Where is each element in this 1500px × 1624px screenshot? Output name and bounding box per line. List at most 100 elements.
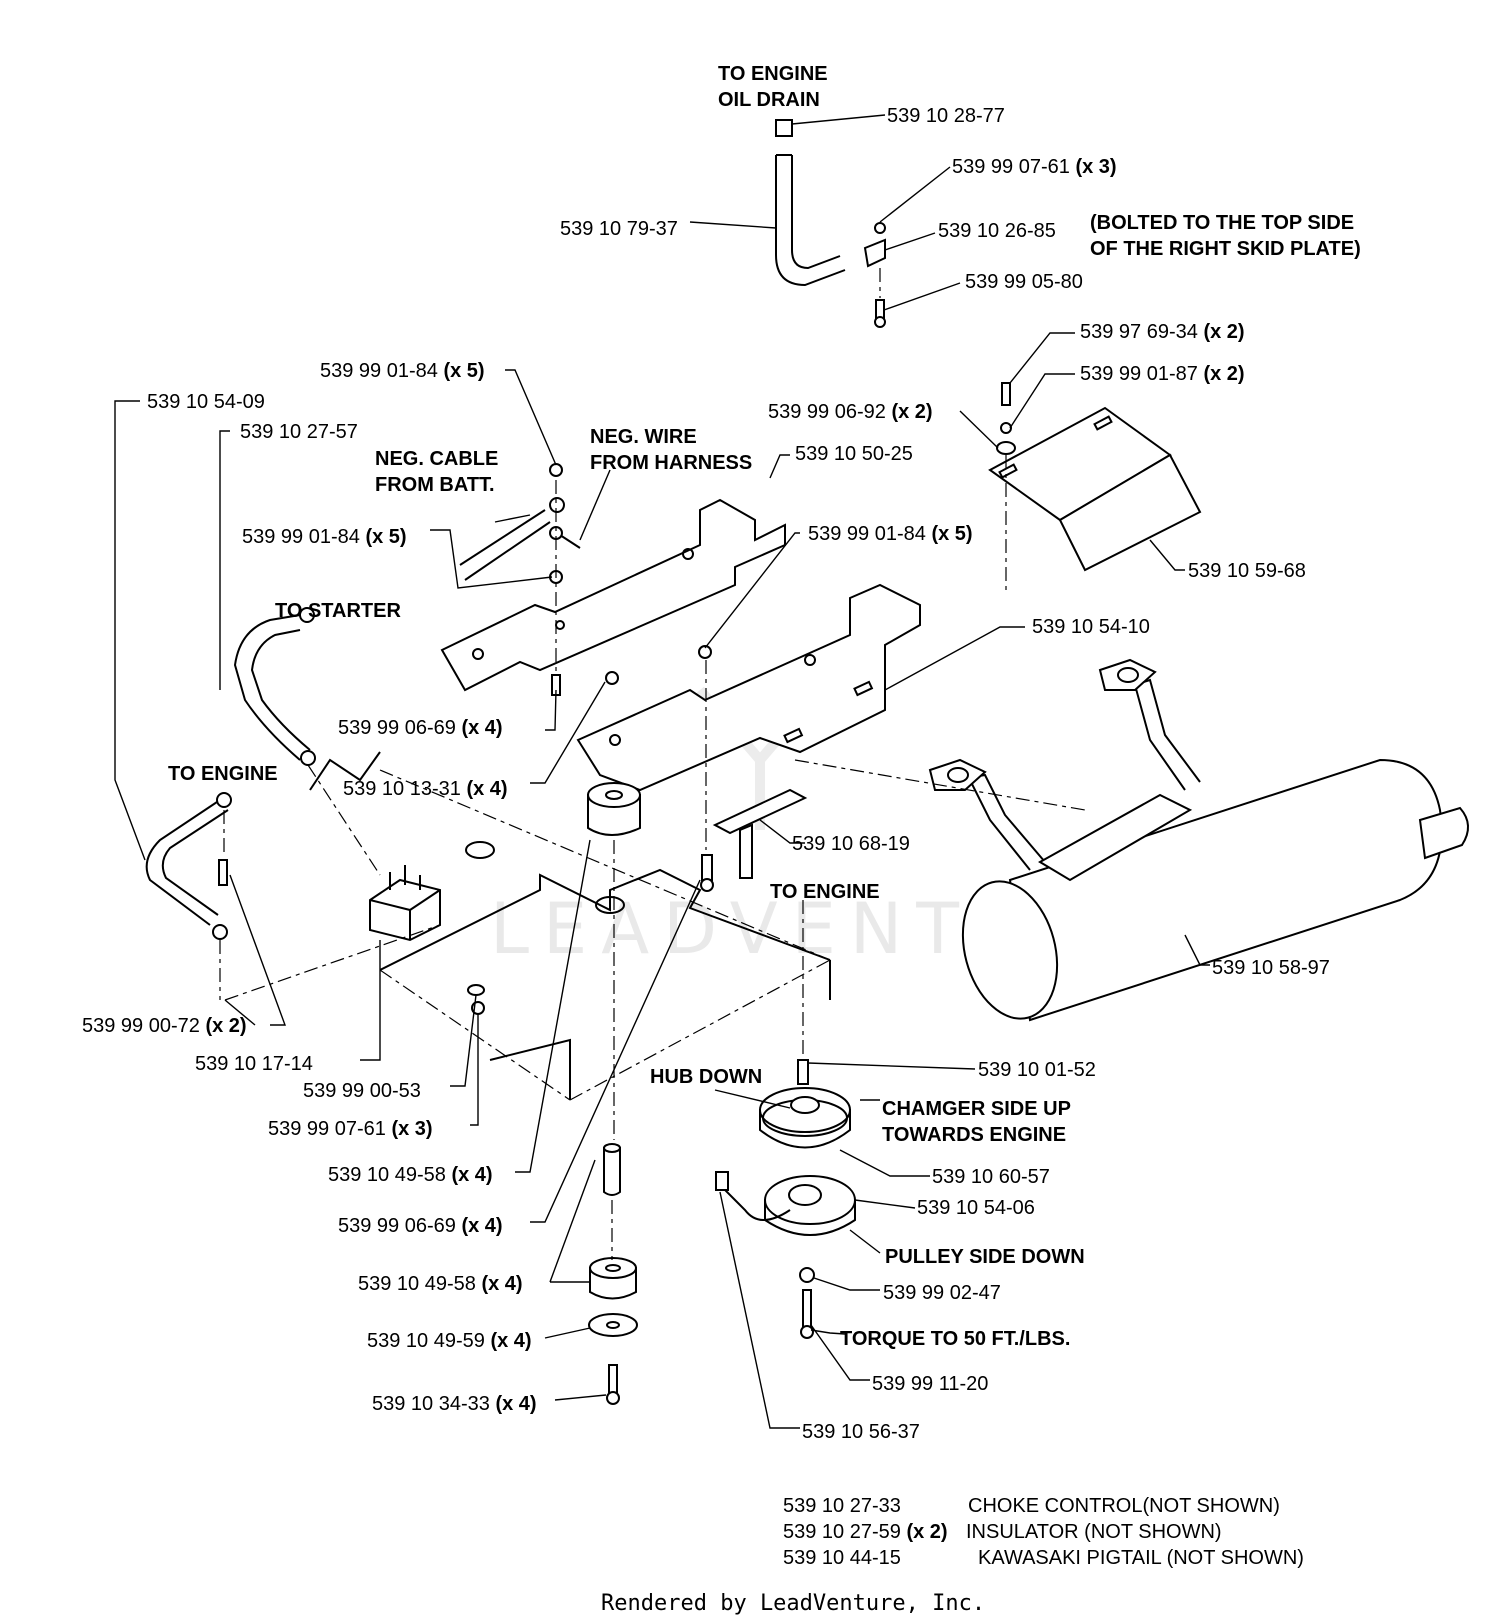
callout-539-10-49-59: 539 10 49-59 (x 4) — [367, 1330, 532, 1352]
note-part-2: 539 10 27-59 (x 2) — [783, 1521, 948, 1543]
starter-cable-body — [233, 614, 301, 761]
pulley-key — [797, 1059, 809, 1085]
callout-539-10-50-25: 539 10 50-25 — [795, 443, 913, 465]
callout-539-99-06-69-b: 539 99 06-69 (x 4) — [338, 1215, 503, 1237]
shield-flat-washer — [996, 441, 1016, 455]
heat-shield-assembly — [959, 332, 1202, 590]
callout-539-99-01-84-a: 539 99 01-84 (x 5) — [320, 360, 485, 382]
callout-539-99-01-84-b: 539 99 01-84 (x 5) — [242, 526, 407, 548]
label-to-engine-center: TO ENGINE — [770, 881, 880, 903]
bracket-50-25-body — [440, 498, 786, 692]
battery-cables — [430, 369, 611, 696]
callout-539-10-28-77: 539 10 28-77 — [887, 105, 1005, 127]
drain-nut — [874, 222, 886, 234]
isolator-mounts — [515, 671, 701, 1405]
label-to-starter: TO STARTER — [275, 600, 401, 622]
bracket-bolt — [551, 674, 561, 696]
callout-539-10-49-58-b: 539 10 49-58 (x 4) — [358, 1273, 523, 1295]
isolator-washer — [588, 1313, 638, 1337]
label-to-engine-oil-drain-2: OIL DRAIN — [718, 89, 820, 111]
engine-ground-cable — [114, 400, 287, 1026]
base-washer — [467, 984, 485, 996]
label-torque: TORQUE TO 50 FT./LBS. — [840, 1328, 1070, 1350]
engine-bracket-right — [576, 583, 1025, 792]
shield-bolt — [1001, 382, 1011, 406]
label-to-engine-left: TO ENGINE — [168, 763, 278, 785]
muffler-pipe-right — [1109, 683, 1186, 791]
callout-539-10-49-58-a: 539 10 49-58 (x 4) — [328, 1164, 493, 1186]
callout-539-99-01-84-c: 539 99 01-84 (x 5) — [808, 523, 973, 545]
clutch-stack — [714, 900, 976, 1429]
bracket-54-10-body — [576, 583, 921, 792]
callout-539-10-34-33: 539 10 34-33 (x 4) — [372, 1393, 537, 1415]
callout-539-10-17-14: 539 10 17-14 — [195, 1053, 313, 1075]
label-bolted-1: (BOLTED TO THE TOP SIDE — [1090, 212, 1354, 234]
drain-cap — [775, 119, 793, 137]
callout-539-10-56-37: 539 10 56-37 — [802, 1421, 920, 1443]
label-neg-cable-1: NEG. CABLE — [375, 448, 498, 470]
note-part-3: 539 10 44-15 — [783, 1547, 901, 1569]
callout-539-99-02-47: 539 99 02-47 — [883, 1282, 1001, 1304]
engine-base — [309, 751, 831, 1101]
base-hardware — [450, 984, 485, 1126]
callout-539-10-60-57: 539 10 60-57 — [932, 1166, 1050, 1188]
neg-wire — [559, 534, 581, 549]
neg-cable — [459, 509, 546, 566]
break-line — [309, 751, 381, 791]
note-desc-3: KAWASAKI PIGTAIL (NOT SHOWN) — [978, 1547, 1304, 1569]
callout-539-99-11-20: 539 99 11-20 — [872, 1373, 988, 1395]
drain-hose-outer — [775, 155, 846, 287]
drain-clamp — [863, 238, 886, 268]
callout-539-10-58-97: 539 10 58-97 — [1212, 957, 1330, 979]
callout-539-99-06-69-a: 539 99 06-69 (x 4) — [338, 717, 503, 739]
callout-539-10-13-31: 539 10 13-31 (x 4) — [343, 778, 508, 800]
callout-539-10-01-52: 539 10 01-52 — [978, 1059, 1096, 1081]
spacer-tube — [603, 1147, 621, 1196]
isolator-nut — [605, 671, 619, 685]
callout-539-10-79-37: 539 10 79-37 — [560, 218, 678, 240]
muffler-flange-right — [1098, 658, 1157, 691]
callout-539-10-59-68: 539 10 59-68 — [1188, 560, 1306, 582]
shield-washer — [1000, 422, 1012, 434]
callout-539-10-54-09: 539 10 54-09 — [147, 391, 265, 413]
callout-539-99-07-61-top: 539 99 07-61 (x 3) — [952, 156, 1117, 178]
callout-539-99-05-80: 539 99 05-80 — [965, 271, 1083, 293]
bracket-nut — [698, 645, 712, 659]
label-chamger-2: TOWARDS ENGINE — [882, 1124, 1066, 1146]
clutch-wire — [724, 1180, 791, 1221]
callout-539-10-27-57: 539 10 27-57 — [240, 421, 358, 443]
bracket-bolt-68 — [701, 854, 713, 881]
clutch-center — [788, 1184, 822, 1206]
callout-539-10-54-10: 539 10 54-10 — [1032, 616, 1150, 638]
clutch-connector — [715, 1171, 729, 1191]
ground-bolt — [218, 859, 228, 886]
callout-539-99-01-87: 539 99 01-87 (x 2) — [1080, 363, 1245, 385]
callout-539-10-54-06: 539 10 54-06 — [917, 1197, 1035, 1219]
solenoid-body — [369, 878, 441, 942]
solenoid — [224, 865, 441, 1061]
note-desc-1: CHOKE CONTROL(NOT SHOWN) — [968, 1495, 1280, 1517]
starter-cable — [219, 430, 381, 876]
callout-539-10-26-85: 539 10 26-85 — [938, 220, 1056, 242]
label-hub-down: HUB DOWN — [650, 1066, 762, 1088]
callout-539-99-00-72: 539 99 00-72 (x 2) — [82, 1015, 247, 1037]
label-chamger-1: CHAMGER SIDE UP — [882, 1098, 1071, 1120]
note-part-1: 539 10 27-33 — [783, 1495, 901, 1517]
callout-539-99-00-53: 539 99 00-53 — [303, 1080, 421, 1102]
oil-drain-assembly — [689, 114, 961, 328]
clutch-bolt — [802, 1289, 812, 1329]
descriptive-labels: TO ENGINE OIL DRAIN (BOLTED TO THE TOP S… — [168, 63, 1361, 1350]
isolator-bolt — [608, 1364, 618, 1396]
label-bolted-2: OF THE RIGHT SKID PLATE) — [1090, 238, 1361, 260]
callout-539-10-68-19: 539 10 68-19 — [792, 833, 910, 855]
callout-539-99-07-61-bottom: 539 99 07-61 (x 3) — [268, 1118, 433, 1140]
muffler-assembly — [794, 658, 1469, 1022]
callout-labels: 539 10 28-77 539 99 07-61 (x 3) 539 10 7… — [82, 105, 1330, 1443]
drain-bolt — [875, 299, 885, 319]
label-pulley-side-down: PULLEY SIDE DOWN — [885, 1246, 1085, 1268]
muffler-outlet — [1418, 806, 1469, 860]
muffler-bracket — [1038, 793, 1193, 882]
engine-bracket-left — [440, 454, 790, 692]
ground-cable-body — [145, 799, 221, 926]
bracket-nut-top — [549, 463, 563, 477]
